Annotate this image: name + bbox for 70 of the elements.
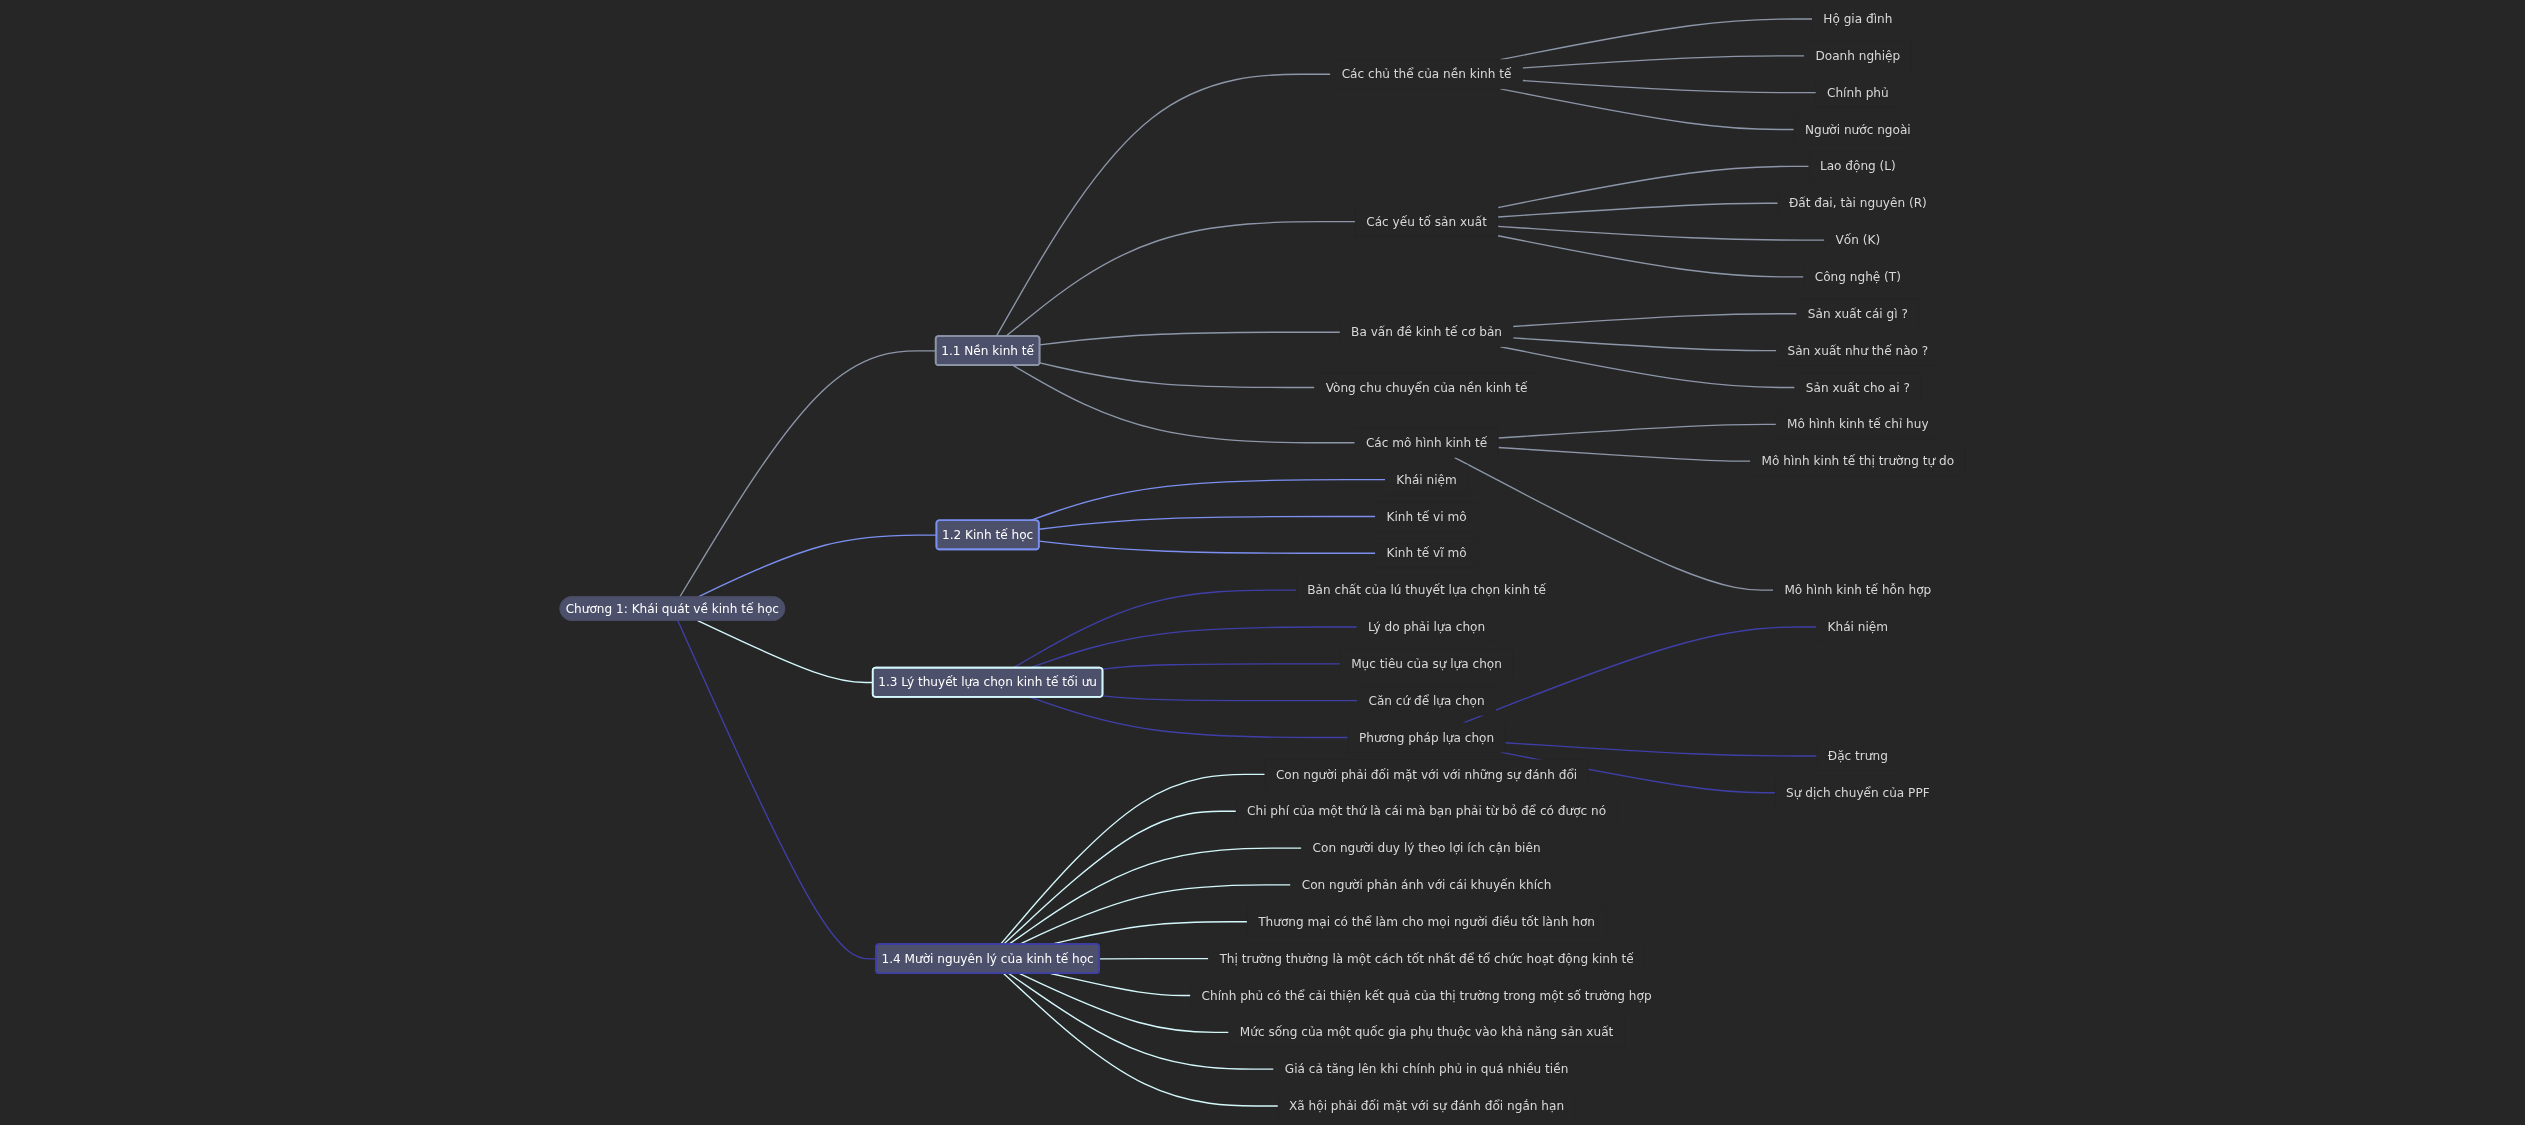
connector (1008, 972, 1275, 1070)
node-text: Mức sống của một quốc gia phụ thuộc vào khả năng sản xuất (1239, 1025, 1614, 1040)
connector (679, 350, 937, 598)
node-text: Mô hình kinh tế thị trường tự do (1761, 454, 1955, 469)
connector (1497, 165, 1810, 209)
node-text: Phương pháp lựa chọn (1358, 730, 1495, 745)
connector (1101, 663, 1341, 670)
node-text: Ba vấn đề kinh tế cơ bản (1351, 325, 1502, 340)
connector (1504, 742, 1818, 757)
connector (1002, 972, 1279, 1107)
node-text: Sự dịch chuyển của PPF (1786, 785, 1930, 800)
connector (1012, 589, 1297, 669)
node-text: Xã hội phải đối mặt với sự đánh đổi ngắn hạn (1289, 1099, 1565, 1113)
node-text: Hộ gia đình (1823, 12, 1893, 26)
connector (1018, 972, 1230, 1033)
node-text: Kinh tế vi mô (1386, 509, 1467, 524)
connector (1039, 362, 1316, 389)
connector (1497, 225, 1826, 241)
connector (1029, 696, 1349, 739)
node-text: Sản xuất cho ai ? (1805, 380, 1910, 395)
node-text: Giá cả tăng lên khi chính phủ in quá nhiều tiền (1284, 1062, 1569, 1077)
node-text: Sản xuất như thế nào ? (1787, 343, 1929, 358)
connector (1521, 55, 1806, 69)
connector (1005, 220, 1356, 337)
node-text: Con người duy lý theo lợi ích cận biên (1312, 841, 1541, 855)
connector (1497, 446, 1752, 462)
node-text: Căn cứ để lựa chọn (1368, 693, 1485, 708)
connector (1521, 79, 1817, 94)
connector (1497, 423, 1777, 439)
connector (1038, 540, 1377, 554)
connector (1002, 810, 1237, 945)
node-text: Thị trường thường là một cách tốt nhất để tổ chức hoạt động kinh tế (1219, 951, 1634, 966)
connector (1101, 695, 1359, 702)
connector (1512, 313, 1798, 328)
node-text: Vòng chu chuyển của nền kinh tế (1325, 380, 1528, 395)
connector (1012, 364, 1356, 444)
node-text: Mục tiêu của sự lựa chọn (1351, 656, 1502, 671)
node-text: Các yếu tố sản xuất (1366, 214, 1487, 229)
connector (1008, 847, 1303, 945)
node-text: Bản chất của lú thuyết lựa chọn kinh tế (1307, 583, 1546, 598)
node-text: Lao động (L) (1819, 159, 1896, 174)
connector (1512, 337, 1778, 352)
node-text: Công nghệ (T) (1814, 270, 1901, 284)
node-text: Chi phí của một thứ là cái mà bạn phải từ bỏ để có được nó (1247, 804, 1607, 819)
node-text: Lý do phải lựa chọn (1367, 620, 1486, 634)
connector (995, 73, 1332, 337)
node-text: Vốn (K) (1835, 233, 1881, 247)
node-text: Con người phản ánh với cái khuyến khích (1301, 878, 1552, 892)
node-text: Các chủ thể của nền kinh tế (1341, 67, 1512, 82)
node-text: Chính phủ (1826, 85, 1889, 100)
connector (999, 773, 1266, 945)
node-text: Đặc trưng (1827, 749, 1888, 763)
node-text: Các mô hình kinh tế (1365, 435, 1488, 450)
node-text: Khái niệm (1396, 472, 1457, 487)
node-text: Thương mại có thể làm cho mọi người điều tốt lành hơn (1258, 914, 1595, 929)
node-text: Người nước ngoài (1804, 122, 1911, 137)
node-text: Sản xuất cái gì ? (1807, 306, 1908, 321)
connector (1497, 202, 1779, 218)
node-text: Mô hình kinh tế hỗn hợp (1784, 583, 1932, 598)
node-text: Chính phủ có thể cải thiện kết quả của thị trường trong một số trường hợp (1201, 988, 1652, 1003)
node-text: Đất đai, tài nguyên (R) (1788, 196, 1927, 211)
node-text: Khái niệm (1827, 620, 1889, 634)
node-text: Kinh tế vĩ mô (1386, 546, 1467, 561)
connector (677, 619, 877, 960)
connector (1038, 515, 1377, 530)
connector (1453, 456, 1775, 591)
node-text: Mô hình kinh tế chỉ huy (1787, 417, 1929, 432)
node-text: Doanh nghiệp (1815, 48, 1901, 63)
connector (1497, 235, 1805, 278)
connector (1039, 331, 1341, 346)
